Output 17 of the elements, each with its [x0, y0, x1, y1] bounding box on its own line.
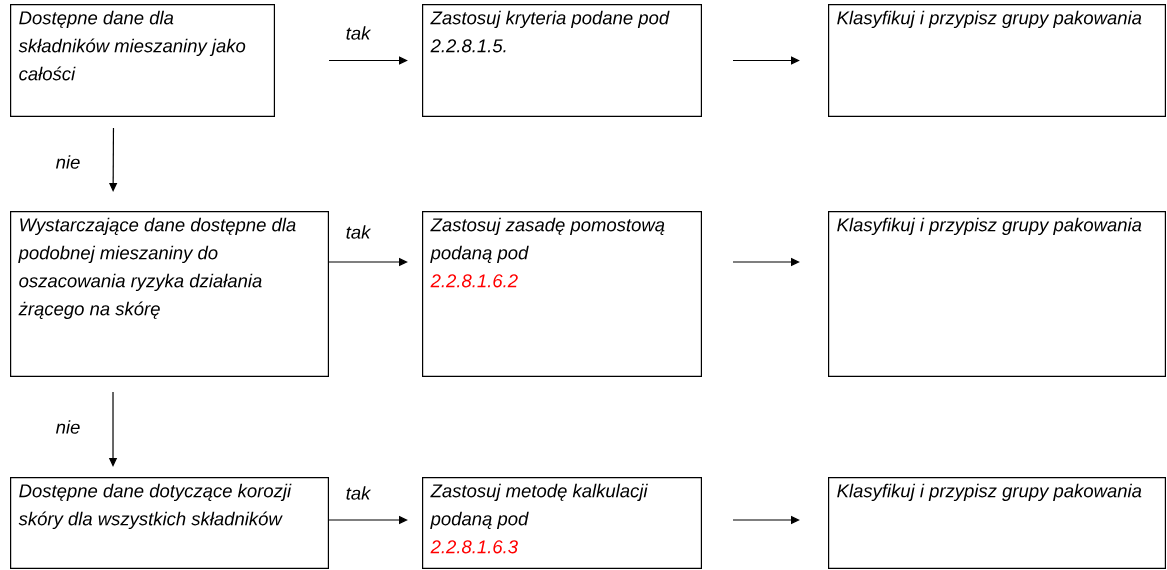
edge-label: tak — [344, 25, 372, 41]
process-box: Klasyfikuj i przypisz grupy pakowania — [828, 477, 1166, 569]
process-box: Wystarczające dane dostępne dla podobnej mieszaniny do oszacowania ryzyka działania żrącego na skórę — [10, 211, 329, 377]
edge-label: tak — [344, 224, 372, 240]
arrow — [328, 56, 408, 65]
process-box: Zastosuj metodę kalkulacji podaną pod 2.2.8.1.6.3 — [422, 477, 702, 569]
process-box: Dostępne dane dla składników mieszaniny jako całości — [10, 4, 275, 117]
process-box: Zastosuj kryteria podane pod 2.2.8.1.5. — [422, 4, 702, 117]
process-box: Klasyfikuj i przypisz grupy pakowania — [828, 211, 1166, 377]
arrow — [732, 56, 800, 65]
process-box: Dostępne dane dotyczące korozji skóry dla wszystkich składników — [10, 477, 329, 569]
arrow — [109, 127, 118, 192]
edge-label: tak — [344, 485, 372, 501]
edge-label: nie — [54, 154, 82, 170]
process-box: Klasyfikuj i przypisz grupy pakowania — [828, 4, 1166, 117]
process-box: Zastosuj zasadę pomostową podaną pod 2.2.8.1.6.2 — [422, 211, 702, 377]
edge-label: nie — [54, 419, 82, 435]
